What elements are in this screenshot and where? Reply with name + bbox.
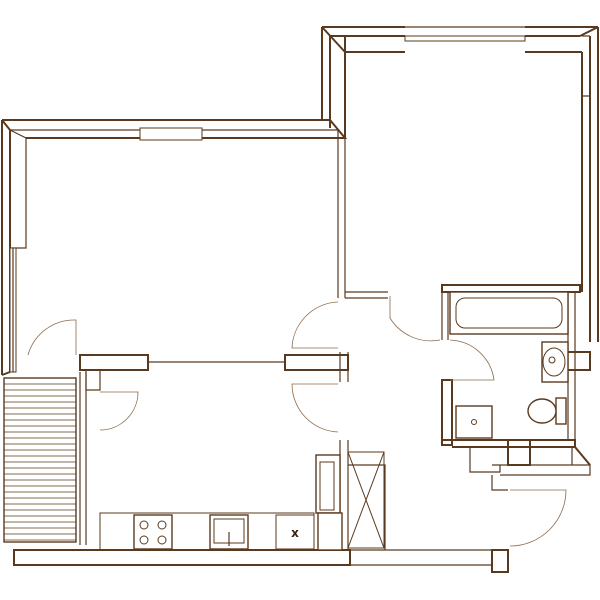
hall-closet (347, 451, 385, 549)
door-swings (27, 296, 567, 547)
left-room-side-window (9, 247, 17, 373)
right-room-top-window (404, 35, 526, 42)
toilet-bowl (527, 398, 557, 424)
left-room-top-window (139, 127, 203, 141)
toilet-tank (555, 397, 567, 425)
door-kitchen (99, 391, 139, 431)
door-left-room (27, 319, 77, 356)
bathroom (449, 291, 569, 439)
door-entrance (509, 489, 567, 547)
exterior-walls (1, 26, 599, 376)
cooktop (133, 514, 173, 550)
fridge-mark: x (291, 526, 299, 540)
staircase (3, 377, 77, 543)
door-hall-lower (291, 383, 339, 433)
kitchen-unit: x (99, 454, 343, 551)
fridge (275, 514, 315, 550)
door-right-room (389, 296, 441, 342)
washing-machine (455, 405, 493, 439)
door-hall-upper (291, 301, 339, 349)
washbasin (541, 341, 569, 383)
door-bathroom (449, 339, 495, 381)
bathtub (449, 291, 569, 335)
